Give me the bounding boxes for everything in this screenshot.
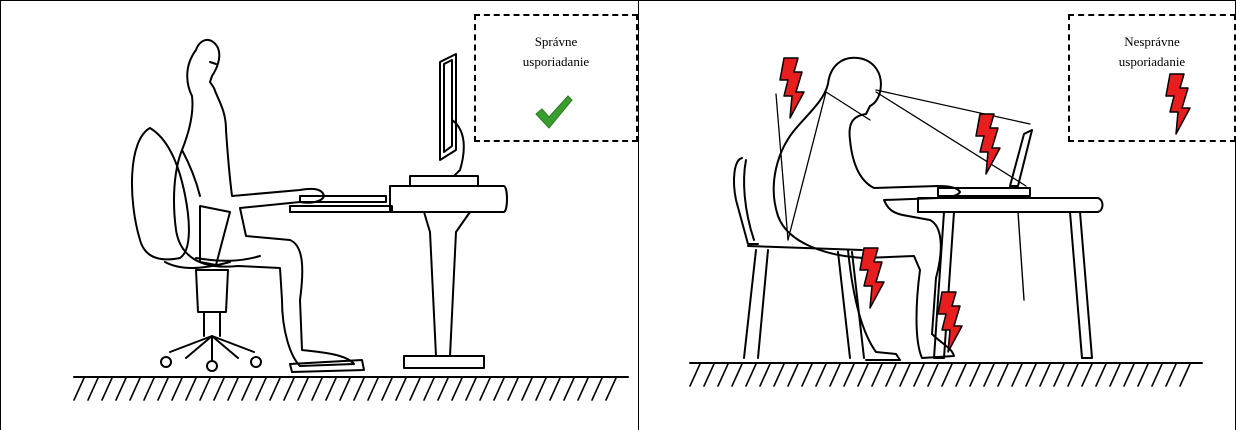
incorrect-arrangement-callout: Nesprávne usporiadanie xyxy=(1068,14,1236,142)
lightning-leg-icon xyxy=(938,292,962,352)
chair-wheel xyxy=(251,357,261,367)
chair-wheel xyxy=(161,357,171,367)
monitor-screen xyxy=(440,54,456,160)
correct-arrangement-panel: Správne usporiadanie xyxy=(0,0,638,430)
floor-hatching xyxy=(74,378,616,400)
monitor-arm xyxy=(452,120,464,176)
incorrect-caption: Nesprávne usporiadanie xyxy=(1070,16,1234,72)
red-lightning-icon xyxy=(1164,72,1192,138)
chair-base xyxy=(170,336,254,360)
chair-back-support xyxy=(200,206,230,265)
incorrect-arrangement-panel: Nesprávne usporiadanie xyxy=(638,0,1236,430)
chair-backrest xyxy=(132,128,189,259)
chair-wheel xyxy=(207,361,217,371)
office-chair xyxy=(132,128,261,371)
desk-top xyxy=(390,186,507,212)
keyboard xyxy=(300,196,386,202)
lightning-thigh-icon xyxy=(860,248,884,308)
lightning-eyes-icon xyxy=(976,114,1000,174)
correct-caption-line-1: Správne xyxy=(535,34,578,49)
lightning-neck-icon xyxy=(780,58,804,118)
green-checkmark-icon xyxy=(534,94,574,130)
correct-caption-line-2: usporiadanie xyxy=(523,54,589,69)
correct-arrangement-callout: Správne usporiadanie xyxy=(474,14,638,142)
incorrect-caption-line-1: Nesprávne xyxy=(1124,34,1180,49)
keyboard-tray xyxy=(290,206,392,212)
correct-caption: Správne usporiadanie xyxy=(476,16,636,72)
monitor-base xyxy=(410,176,478,186)
incorrect-caption-line-2: usporiadanie xyxy=(1119,54,1185,69)
chair-gas-cylinder xyxy=(196,270,228,312)
desk-foot xyxy=(404,356,484,368)
desk-pedestal xyxy=(424,212,470,356)
